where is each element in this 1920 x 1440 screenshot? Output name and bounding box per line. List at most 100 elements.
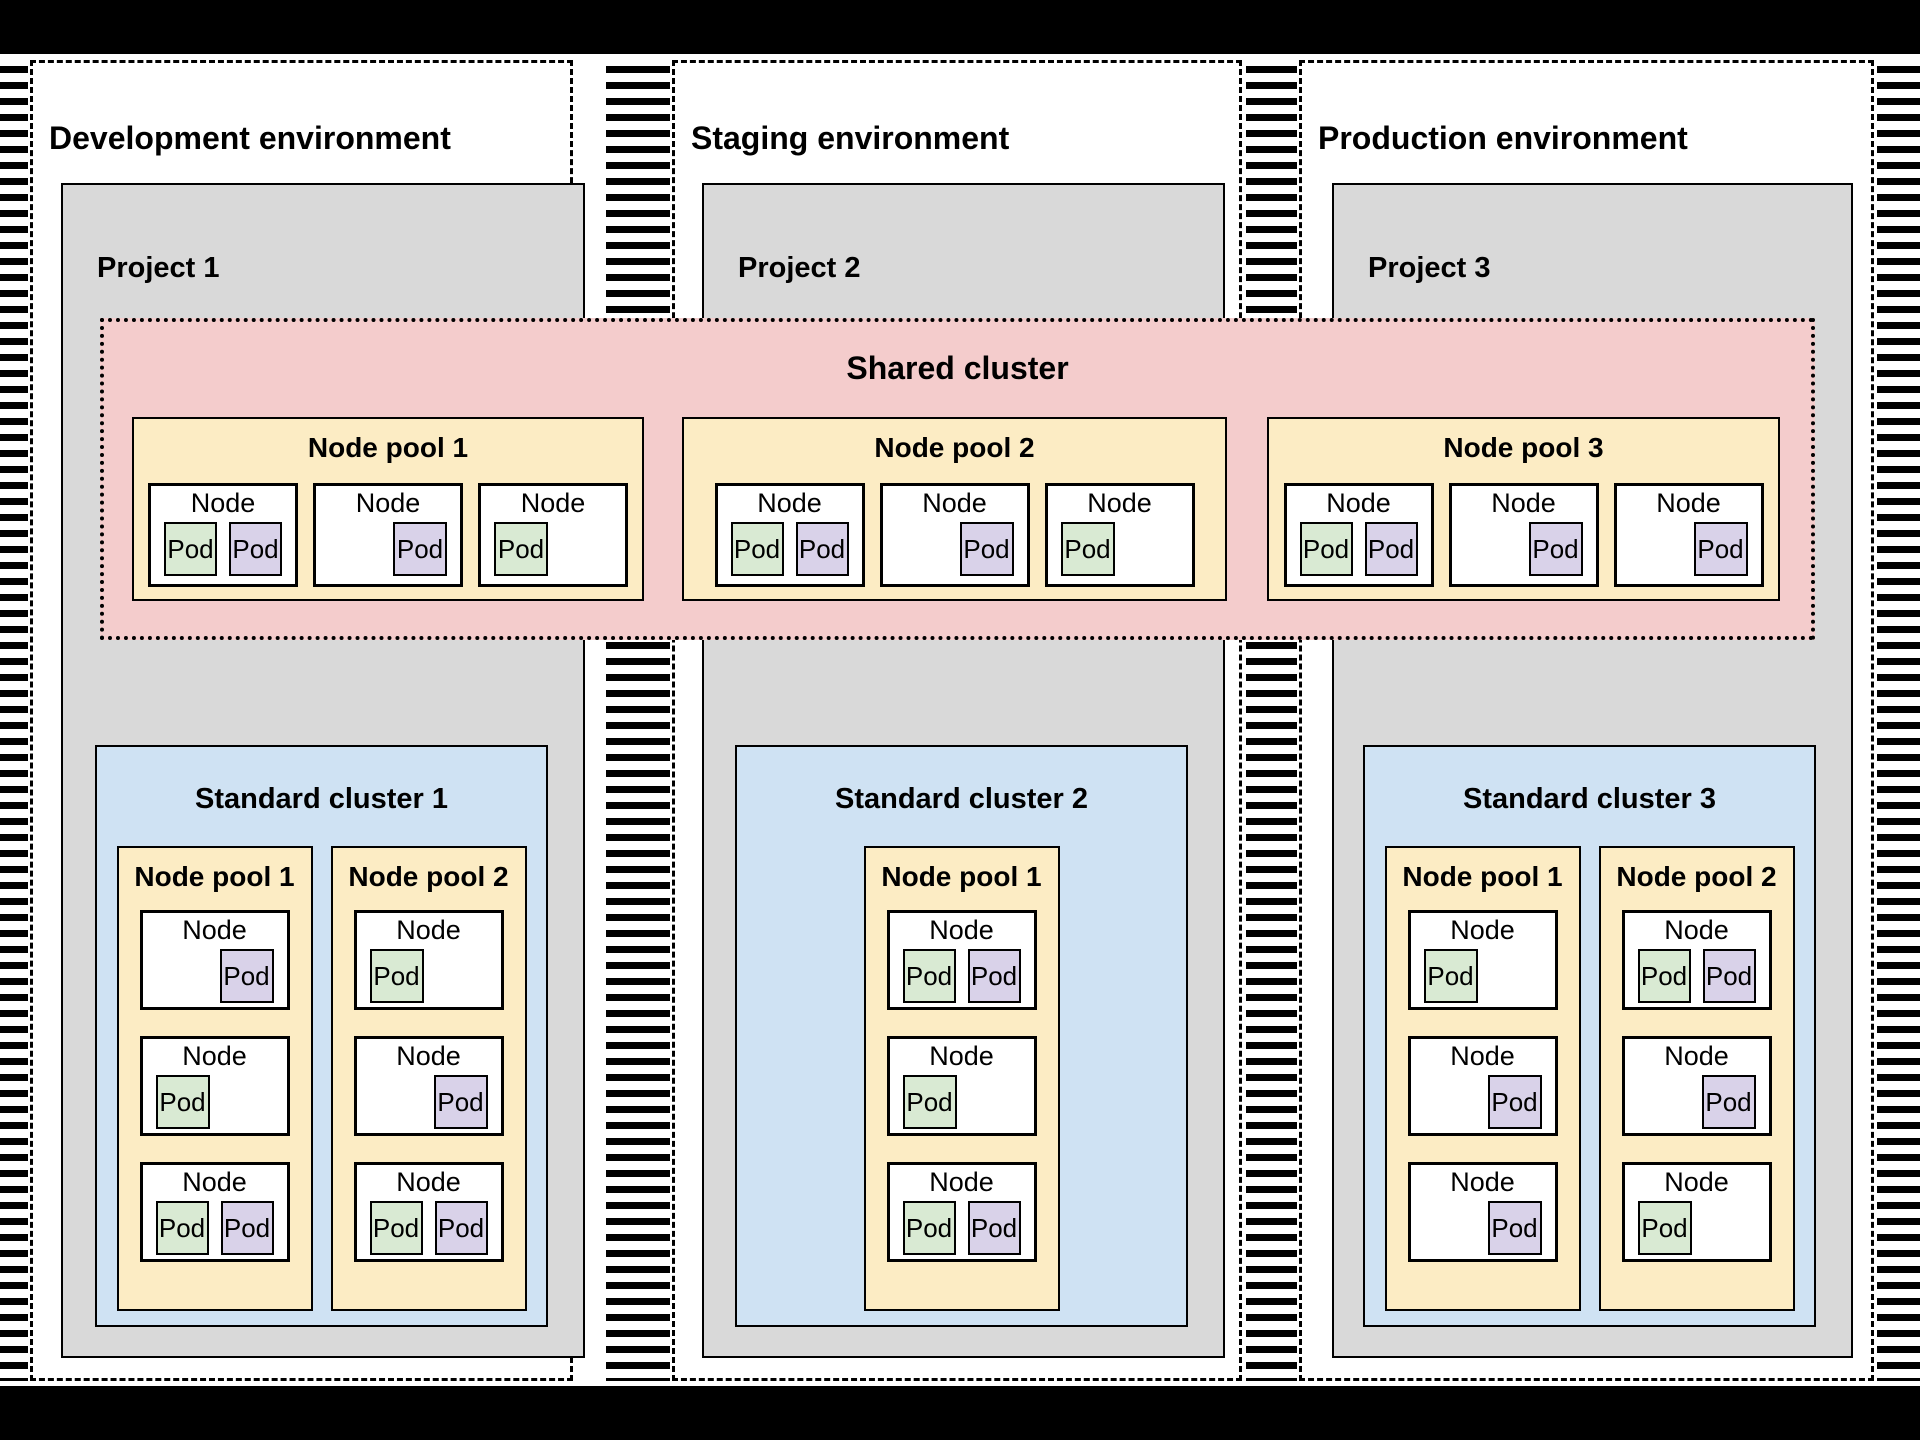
node-pool-title: Node pool 1 xyxy=(307,432,469,463)
pod-row: Pod xyxy=(316,522,460,576)
node-pool-title: Node pool 1 xyxy=(1402,861,1563,892)
node-pool-title: Node pool 2 xyxy=(874,432,1035,463)
pod-row: Pod xyxy=(1452,522,1596,576)
project-title: Project 2 xyxy=(738,252,861,284)
node-label: Node xyxy=(929,915,994,945)
node-label: Node xyxy=(1491,488,1556,518)
node-pool-title: Node pool 1 xyxy=(881,861,1042,892)
node-pool-title: Node pool 3 xyxy=(1443,432,1604,463)
pod-row: Pod xyxy=(1411,949,1555,1003)
pod: Pod xyxy=(1528,522,1583,576)
pod: Pod xyxy=(967,1201,1021,1255)
pod: Pod xyxy=(1637,1201,1692,1255)
pod: Pod xyxy=(155,1075,210,1129)
node-label: Node xyxy=(1664,915,1729,945)
node-label: Node xyxy=(396,915,461,945)
hatch-strip-between-dev-staging xyxy=(606,66,670,1381)
hatch-strip-between-staging-prod xyxy=(1246,66,1297,1381)
node-label: Node xyxy=(396,1041,461,1071)
node-label: Node xyxy=(355,488,421,518)
node-label: Node xyxy=(182,1041,247,1071)
standard-cluster-title: Standard cluster 3 xyxy=(1462,783,1717,815)
standard-cluster-title: Standard cluster 2 xyxy=(834,783,1089,815)
node-label: Node xyxy=(929,1167,994,1197)
pod-row: Pod xyxy=(357,1075,501,1129)
project-box: Project 2 Standard cluster 2 Node pool 1… xyxy=(702,183,1225,1358)
pod: Pod xyxy=(155,1201,209,1255)
letterbox-top-bar xyxy=(0,0,1920,54)
node-label: Node xyxy=(1450,1167,1515,1197)
pod: Pod xyxy=(967,949,1021,1003)
pod: Pod xyxy=(1423,949,1478,1003)
environment-box-production: Production environment Project 3 Standar… xyxy=(1299,60,1874,1381)
environment-title: Production environment xyxy=(1318,119,1688,156)
pod: Pod xyxy=(434,1201,488,1255)
pod: Pod xyxy=(1364,522,1418,576)
pod-row: Pod xyxy=(890,1075,1034,1129)
pod: Pod xyxy=(902,1075,957,1129)
node-label: Node xyxy=(182,915,247,945)
node-label: Node xyxy=(922,488,987,518)
pod-row: Pod xyxy=(1048,522,1192,576)
pod-row: Pod xyxy=(481,522,625,576)
pod: Pod xyxy=(730,522,784,576)
pod-row: Pod xyxy=(1411,1075,1555,1129)
node-label: Node xyxy=(1664,1041,1729,1071)
pod-row: Pod xyxy=(883,522,1027,576)
hatch-strip-right xyxy=(1877,66,1920,1381)
node-label: Node xyxy=(757,488,822,518)
node-label: Node xyxy=(520,488,586,518)
pod: Pod xyxy=(1637,949,1691,1003)
pod-row: Pod xyxy=(143,1075,287,1129)
node-pool-title: Node pool 2 xyxy=(348,861,509,892)
pod-row: Pod xyxy=(1411,1201,1555,1255)
pod: Pod xyxy=(902,1201,956,1255)
project-title: Project 1 xyxy=(97,252,220,284)
standard-cluster-title: Standard cluster 1 xyxy=(194,783,449,815)
project-title: Project 3 xyxy=(1368,252,1491,284)
pod: Pod xyxy=(1060,522,1115,576)
node-label: Node xyxy=(1087,488,1152,518)
pod: Pod xyxy=(219,949,274,1003)
pod-row: Pod xyxy=(1625,1075,1769,1129)
pod: Pod xyxy=(164,522,217,576)
pod-row: Pod xyxy=(1625,1201,1769,1255)
pod: Pod xyxy=(795,522,849,576)
